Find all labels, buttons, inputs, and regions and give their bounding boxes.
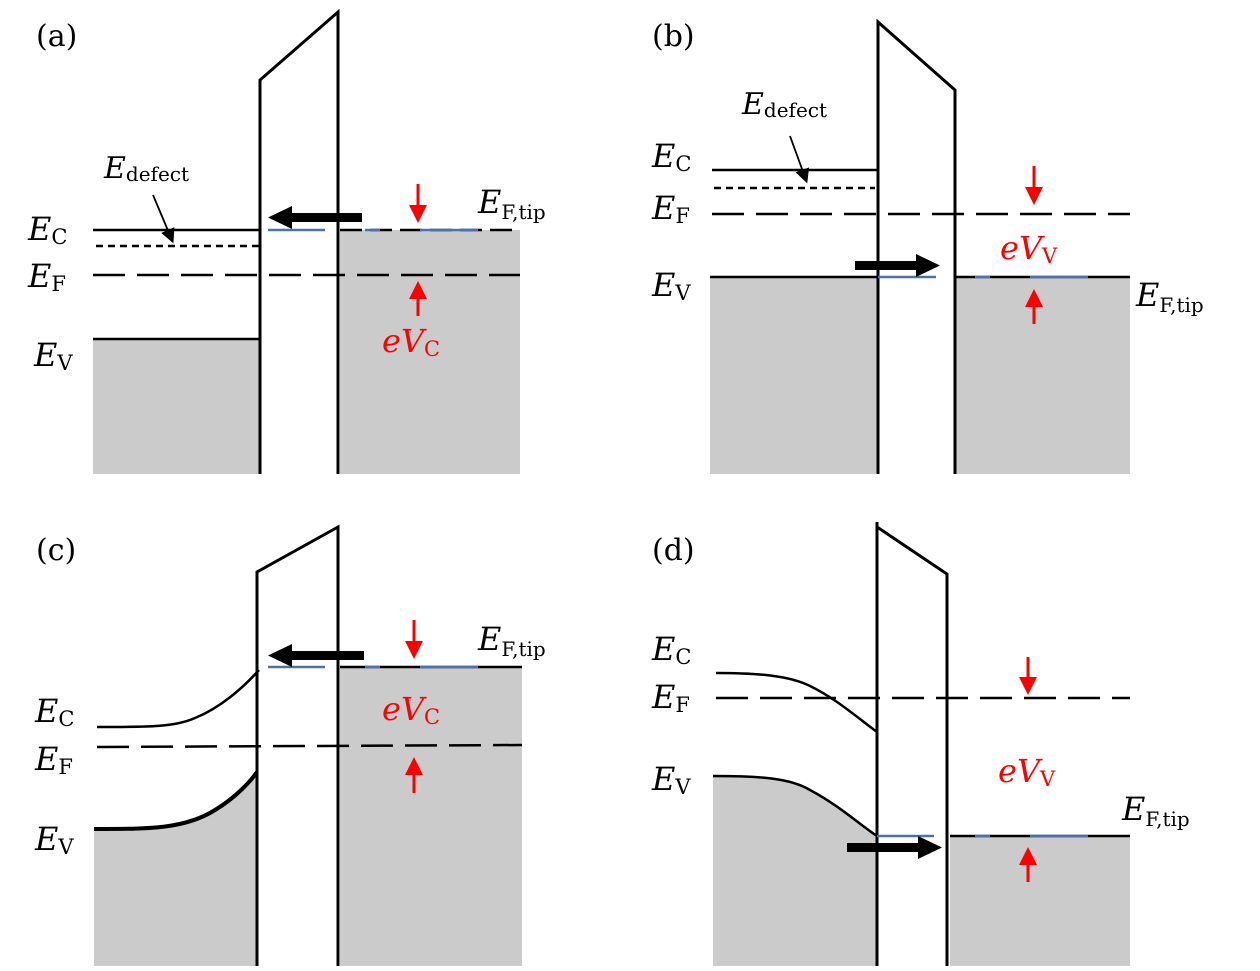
label-Edefect: Edefect — [103, 151, 189, 186]
label-Ef-tip: EF,tip — [1121, 790, 1190, 831]
vacuum-barrier — [258, 8, 340, 474]
label-bias: eVV — [998, 752, 1056, 791]
label-Ef-tip: EF,tip — [477, 620, 546, 661]
sample-valence-fill — [710, 277, 878, 474]
label-Ef: EF — [651, 189, 690, 228]
panel-b: (b) EC EF EV Edefect EF,tip eVV — [651, 18, 1204, 474]
label-Edefect: Edefect — [741, 87, 827, 122]
vacuum-barrier — [875, 522, 949, 966]
conduction-band-edge — [715, 671, 878, 734]
label-Ef-tip: EF,tip — [477, 183, 546, 224]
panel-label-d: (d) — [652, 533, 695, 568]
label-Ev: EV — [651, 266, 691, 305]
sample-valence-fill — [94, 772, 257, 966]
panel-label-c: (c) — [36, 533, 76, 568]
label-Ec: EC — [34, 692, 74, 731]
tunnel-arrow-left — [268, 206, 362, 229]
valence-band-edge — [93, 770, 259, 831]
label-Ef-tip: EF,tip — [1135, 276, 1204, 317]
tunnel-arrow-left — [268, 644, 364, 667]
defect-pointer-arrow — [152, 194, 175, 244]
vacuum-barrier — [876, 18, 957, 474]
tip-fill — [956, 277, 1130, 474]
label-bias: eVC — [382, 690, 440, 729]
panel-d: (d) EC EF EV EF,tip eVV — [651, 522, 1190, 966]
fermi-level — [96, 743, 523, 749]
sample-valence-fill — [713, 776, 877, 966]
label-Ev: EV — [34, 820, 74, 859]
label-bias: eVV — [1000, 229, 1058, 268]
conduction-band-edge — [96, 669, 260, 729]
label-bias: eVC — [382, 322, 440, 361]
panel-a: (a) EC EF EV Edefect — [27, 8, 546, 474]
tip-fill — [950, 836, 1130, 966]
label-Ev: EV — [651, 760, 691, 799]
tip-fill — [340, 667, 522, 966]
panel-c: (c) EC EF EV EF,tip eVC — [34, 524, 546, 966]
label-Ef: EF — [27, 257, 66, 296]
label-Ec: EC — [651, 630, 691, 669]
panel-label-a: (a) — [36, 19, 77, 54]
defect-pointer-arrow — [789, 135, 810, 184]
panel-label-b: (b) — [652, 19, 695, 54]
tunnel-arrow-right — [847, 836, 942, 859]
label-Ef: EF — [651, 678, 690, 717]
label-Ec: EC — [27, 210, 67, 249]
label-Ec: EC — [651, 137, 691, 176]
tunnel-arrow-right — [855, 254, 940, 277]
tip-fill — [340, 230, 520, 474]
sample-valence-fill — [93, 339, 260, 474]
label-Ef: EF — [34, 740, 73, 779]
valence-band-edge — [712, 774, 878, 838]
label-Ev: EV — [33, 336, 73, 375]
